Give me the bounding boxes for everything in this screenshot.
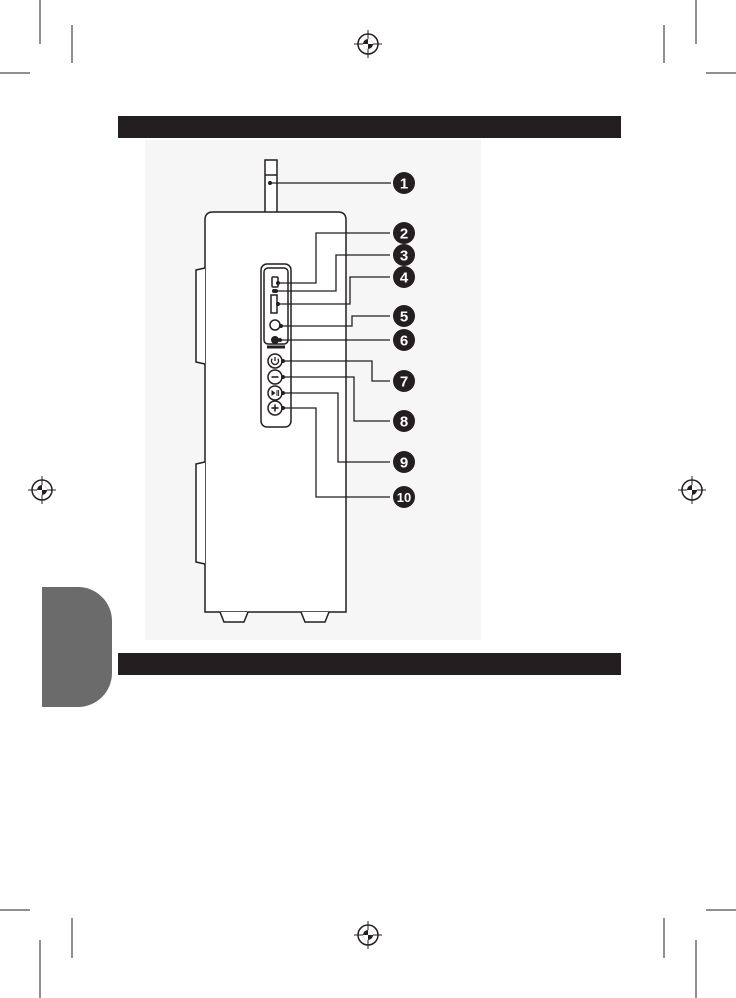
antenna	[265, 160, 277, 216]
callout-badge-10: 10	[393, 486, 415, 508]
callout-badge-6: 6	[393, 329, 415, 351]
svg-text:7: 7	[400, 374, 408, 391]
svg-text:8: 8	[400, 414, 408, 431]
svg-text:10: 10	[397, 490, 411, 505]
callout-badge-3: 3	[393, 244, 415, 266]
callout-badge-9: 9	[393, 451, 415, 473]
svg-text:9: 9	[400, 455, 408, 472]
callout-badge-8: 8	[393, 410, 415, 432]
svg-text:2: 2	[400, 226, 408, 243]
ir-sensor	[271, 336, 279, 344]
side-panel-lower	[196, 462, 205, 564]
callout-badge-2: 2	[393, 222, 415, 244]
svg-text:6: 6	[400, 333, 408, 350]
registration-mark-icon	[28, 476, 56, 504]
volume-down-button[interactable]	[268, 370, 282, 384]
power-button[interactable]	[268, 354, 282, 368]
svg-text:5: 5	[400, 309, 408, 326]
foot-right	[301, 612, 329, 622]
svg-text:4: 4	[400, 270, 409, 287]
play-pause-button[interactable]	[268, 386, 282, 400]
registration-mark-icon	[354, 921, 382, 949]
registration-mark-icon	[678, 476, 706, 504]
svg-text:3: 3	[400, 248, 408, 265]
volume-up-button[interactable]	[268, 401, 282, 415]
aux-input-jack	[270, 320, 280, 330]
svg-text:1: 1	[400, 176, 408, 193]
registration-mark-icon	[354, 30, 382, 58]
callout-badge-7: 7	[393, 370, 415, 392]
callout-badge-5: 5	[393, 305, 415, 327]
callout-badge-4: 4	[393, 266, 415, 288]
foot-left	[220, 612, 248, 622]
callout-badge-1: 1	[393, 172, 415, 194]
side-panel-upper	[196, 268, 205, 364]
